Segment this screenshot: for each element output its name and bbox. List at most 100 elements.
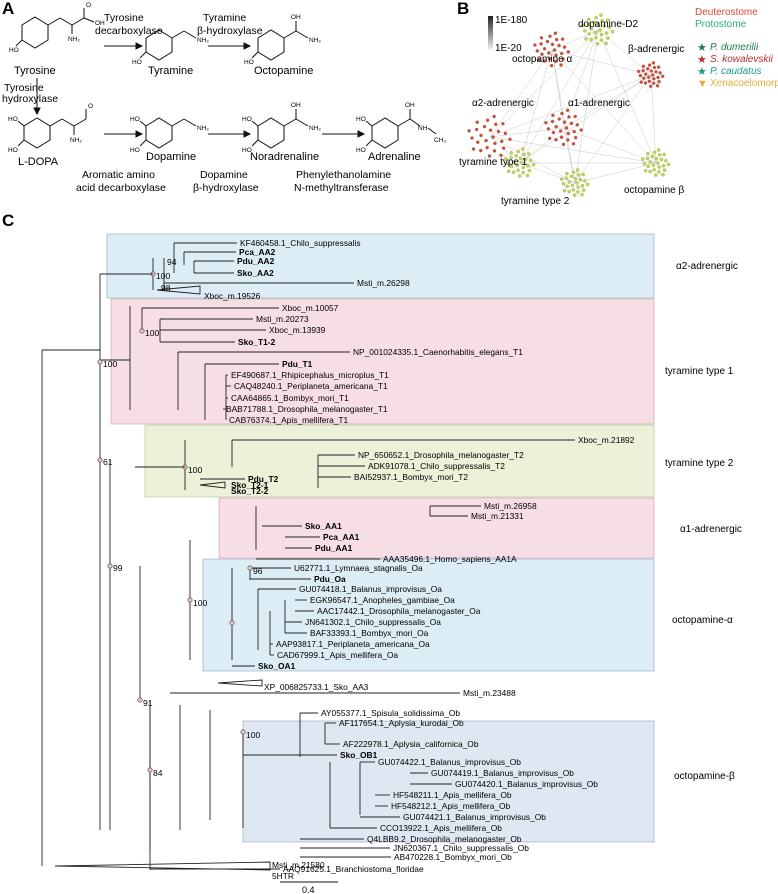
sequence-node: [508, 137, 512, 142]
sequence-node: [554, 37, 559, 42]
sequence-node: [485, 145, 489, 150]
bootstrap-value: 100: [188, 465, 203, 475]
molecule-tyramine: Tyramine: [148, 65, 193, 77]
group-alpha1-adrenergic: α1-adrenergic: [680, 524, 742, 535]
sequence-node: [553, 59, 558, 64]
cluster-edge: [489, 29, 599, 138]
sequence-node: [521, 165, 526, 170]
sequence-node: [652, 65, 657, 70]
cluster-edge: [519, 49, 553, 164]
group-octopamine-alpha: octopamine-α: [672, 615, 733, 626]
sequence-node: [559, 177, 564, 181]
sequence-node: [658, 71, 662, 75]
cluster-edge: [489, 136, 576, 184]
tip-label: NP_001024335.1_Caenorhabitis_elegans_T1: [353, 347, 523, 357]
sequence-node: [550, 42, 555, 47]
sequence-node: [552, 48, 557, 52]
sequence-node: [657, 165, 661, 169]
cluster-edge: [650, 74, 657, 164]
sequence-node: [643, 81, 648, 85]
sequence-node: [559, 51, 564, 56]
sequence-node: [643, 168, 648, 173]
sequence-node: [656, 75, 660, 80]
sequence-node: [496, 129, 501, 134]
sequence-node: [542, 59, 547, 63]
clade-box-tyramine1: [110, 298, 655, 425]
sequence-node: [661, 163, 666, 168]
tip-label: Sko_OA1: [258, 661, 296, 671]
node-marker: [187, 597, 193, 603]
triangle-down-icon: ▼: [697, 78, 708, 90]
tip-label: Xboc_m.13939: [269, 325, 326, 335]
sequence-node: [561, 181, 566, 186]
panel-a: A: [2, 0, 446, 194]
sequence-node: [576, 173, 581, 177]
node-marker: [97, 457, 103, 463]
sequence-node: [569, 121, 574, 126]
sequence-node: [648, 160, 653, 164]
enzyme-tyrosine-hydroxylase-2: hydroxylase: [2, 93, 58, 105]
sequence-node: [647, 79, 652, 84]
sequence-node: [594, 35, 598, 40]
sequence-node: [586, 22, 591, 27]
sequence-node: [606, 36, 610, 40]
sequence-node: [641, 64, 646, 69]
sequence-node: [559, 63, 563, 67]
tip-label: HF548212.1_Apis_mellifera_Ob: [391, 801, 511, 811]
sequence-node: [509, 164, 514, 169]
sequence-node: [575, 181, 579, 185]
sequence-node: [654, 156, 659, 161]
cluster-edge: [563, 29, 599, 129]
panel-b-label: B: [457, 0, 469, 18]
sequence-node: [656, 148, 661, 152]
sequence-node: [550, 119, 555, 124]
sequence-node: [467, 129, 471, 133]
cluster-dopamine-d2: dopamine-D2: [578, 19, 638, 30]
tyrosine-ring: [21, 16, 49, 49]
tip-label: Sko_AA1: [305, 521, 342, 531]
sequence-node: [524, 157, 528, 162]
sequence-node: [525, 173, 530, 178]
sequence-node: [499, 153, 503, 158]
phylogenetic-tree: 100KF460458.1_Chilo_suppressalisPca_AA2P…: [41, 238, 635, 881]
tip-label: AF222978.1_Aplysia_californica_Ob: [343, 739, 479, 749]
atom-o: O: [86, 2, 91, 9]
tip-label: Sko_T2-1: [231, 480, 269, 490]
sequence-node: [652, 168, 656, 172]
sequence-node: [596, 23, 601, 27]
tip-label: Pdu_AA2: [237, 256, 275, 266]
sequence-node: [476, 140, 480, 144]
sequence-node: [570, 183, 575, 188]
sequence-node: [648, 84, 653, 89]
sequence-node: [605, 18, 610, 23]
cluster-edge: [489, 136, 657, 164]
sequence-node: [535, 49, 540, 53]
atom-nh2: NH₂: [309, 125, 321, 132]
sequence-node: [540, 52, 544, 56]
bootstrap-value: 94: [167, 257, 177, 267]
group-alpha2-adrenergic: α2-adrenergic: [676, 261, 738, 272]
tip-label: U62771.1_Lymnaea_stagnalis_Oa: [294, 563, 423, 573]
cluster-octopamine-alpha: octopamine α: [512, 54, 572, 65]
sequence-node: [500, 139, 504, 143]
evalue-scale-bottom: 1E-20: [495, 43, 522, 54]
tip-label: CAB76374.1_Apis_mellifera_T1: [229, 415, 349, 425]
bootstrap-value: 100: [156, 271, 171, 281]
node-marker: [97, 359, 103, 365]
sequence-node: [595, 42, 600, 46]
tip-label: Sko_T1-2: [238, 337, 276, 347]
legend-s-kowalevskii: S. kowalevskii: [710, 54, 774, 65]
clade-box-octopamine-alpha: [202, 558, 655, 672]
sequence-node: [567, 180, 572, 184]
node-marker: [240, 729, 246, 735]
sequence-node: [584, 37, 588, 41]
molecule-tyrosine: Tyrosine: [14, 65, 56, 77]
sequence-node: [571, 142, 576, 146]
sequence-node: [571, 170, 576, 175]
legend-deuterostome: Deuterostome: [695, 7, 758, 18]
sequence-node: [567, 115, 571, 119]
group-tyramine-type1: tyramine type 1: [665, 366, 734, 377]
cluster-edge: [489, 74, 652, 138]
clade-box-tyramine2: [144, 424, 655, 498]
